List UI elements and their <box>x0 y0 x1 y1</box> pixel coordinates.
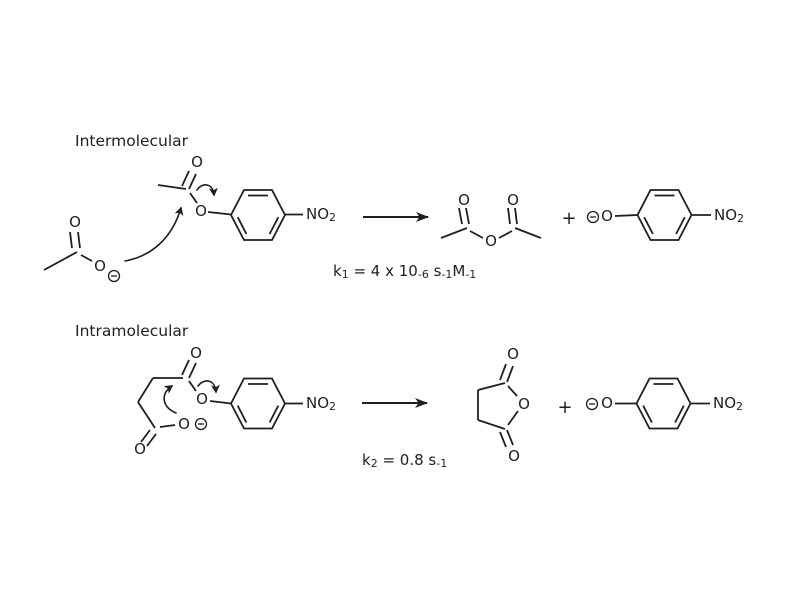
benzene-ring <box>635 377 692 430</box>
p-nitrophenyl-acetate: O O NO2 <box>157 153 336 241</box>
nitrophenolate-ion-1: O NO2 <box>586 189 744 241</box>
phenolate-oxygen-label: O <box>601 394 613 412</box>
plus-sign-2: + <box>557 397 572 418</box>
top-carbonyl-oxygen-label: O <box>190 344 202 362</box>
minus-charge-icon <box>586 210 600 224</box>
ester-carbonyl-oxygen-label: O <box>191 153 203 171</box>
nitro-group-label: NO2 <box>306 394 336 413</box>
row2-title: Intramolecular <box>75 322 189 340</box>
benzene-ring <box>636 189 693 241</box>
carboxylate-oxygen-label: O <box>94 257 106 275</box>
nitro-group-label: NO2 <box>713 394 743 413</box>
bottom-carbonyl-oxygen-label: O <box>508 447 520 465</box>
curved-electron-arrow-attack-2 <box>163 385 177 414</box>
anhydride-left-oxygen-label: O <box>458 191 470 209</box>
ester-oxygen-label: O <box>195 202 207 220</box>
benzene-ring <box>230 377 286 430</box>
row1-title: Intermolecular <box>75 132 189 150</box>
rate-equation-2: k2 = 0.8 s-1 <box>362 451 447 470</box>
nitro-group-label: NO2 <box>306 205 336 224</box>
minus-charge-icon <box>107 269 121 283</box>
curved-electron-arrow-leaving-1 <box>196 184 218 197</box>
carboxylate-oxygen-label: O <box>178 415 190 433</box>
phenolate-oxygen-label: O <box>601 207 613 225</box>
carbonyl-oxygen-label: O <box>69 213 81 231</box>
nitro-group-label: NO2 <box>714 206 744 225</box>
benzene-ring <box>230 189 286 241</box>
bottom-carbonyl-oxygen-label: O <box>134 440 146 458</box>
top-carbonyl-oxygen-label: O <box>507 345 519 363</box>
anhydride-right-oxygen-label: O <box>507 191 519 209</box>
curved-electron-arrow-attack-1 <box>124 206 184 262</box>
curved-electron-arrow-leaving-2 <box>197 380 220 394</box>
succinic-anhydride: O O O <box>477 345 530 465</box>
acetic-anhydride: O O O <box>440 191 542 250</box>
plus-sign-1: + <box>561 208 576 229</box>
anhydride-central-oxygen-label: O <box>485 232 497 250</box>
succinate-monoester: O O O O NO2 <box>134 344 336 458</box>
acetate-ion: O O <box>43 213 121 283</box>
minus-charge-icon <box>585 397 599 411</box>
ester-oxygen-label: O <box>196 390 208 408</box>
nitrophenolate-ion-2: O NO2 <box>585 377 743 430</box>
minus-charge-icon <box>194 417 208 431</box>
rate-equation-1: k1 = 4 x 10-6 s-1M-1 <box>333 262 476 281</box>
ring-oxygen-label: O <box>518 395 530 413</box>
